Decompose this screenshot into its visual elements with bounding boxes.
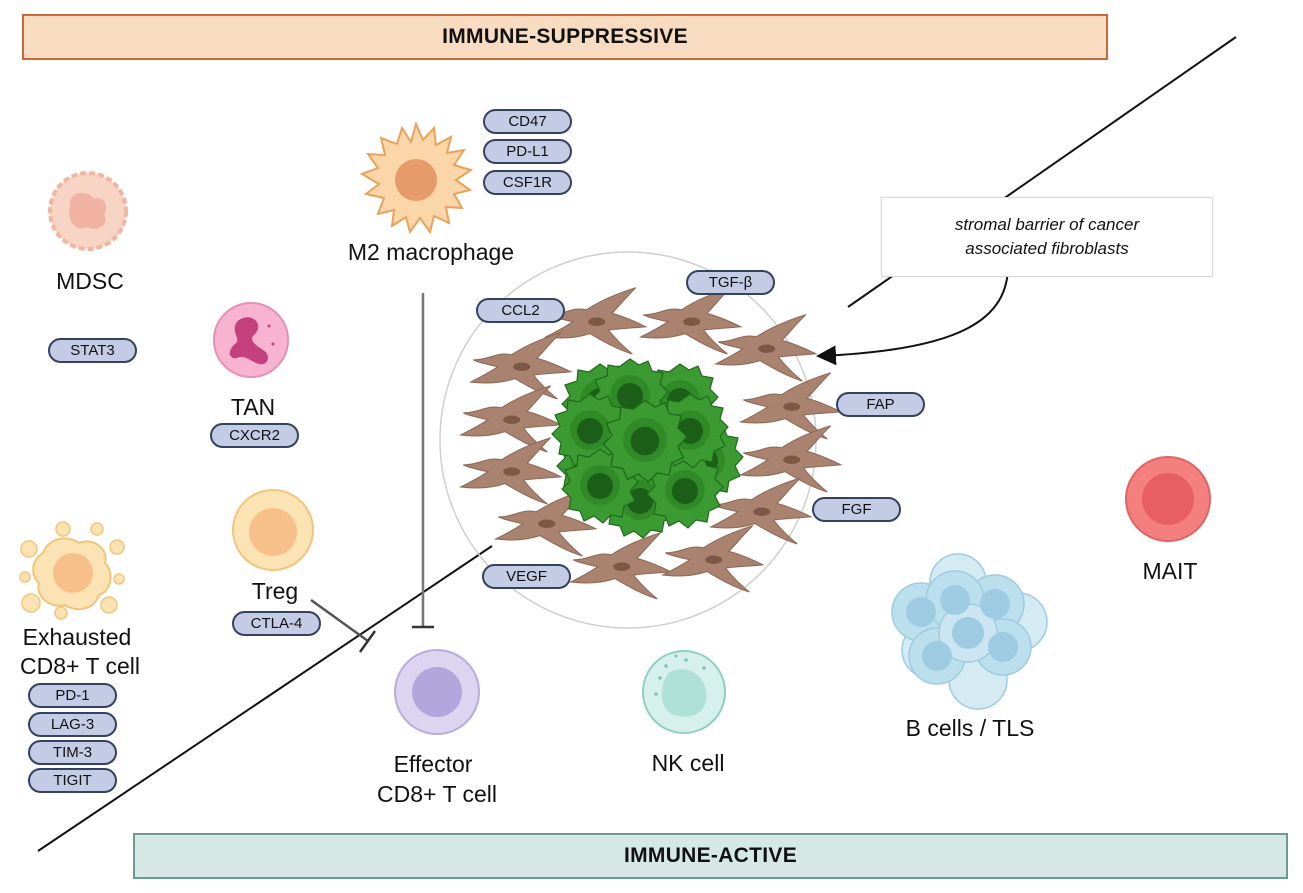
b-cells-tls-label: B cells / TLS [905,715,1035,741]
factor-fgf: FGF [812,497,901,522]
nk-cell-label: NK cell [651,750,725,776]
exhausted-t-cell-label-line2: CD8+ T cell [20,653,140,679]
factor-tgf-beta: TGF-β [686,270,775,295]
mait-label: MAIT [1142,558,1198,584]
marker-lag-3: LAG-3 [28,712,117,737]
macrophage-icon [359,121,474,235]
marker-cxcr2: CXCR2 [210,423,299,448]
mait-cell-icon [1125,456,1211,542]
marker-pd-1: PD-1 [28,683,117,708]
tan-label: TAN [230,394,276,420]
fibroblast-icon [545,287,647,355]
inhibition-line-macrophage [412,293,434,629]
immune-active-banner: IMMUNE-ACTIVE [133,833,1288,879]
factor-ccl2: CCL2 [476,298,565,323]
exhausted-t-cell-icon [19,521,125,620]
factor-vegf: VEGF [482,564,571,589]
fibroblast-icon [460,437,562,505]
annotation-line2: associated fibroblasts [965,239,1129,258]
treg-icon [232,489,314,571]
marker-csf1r: CSF1R [483,170,572,195]
m2-macrophage-label: M2 macrophage [347,239,515,265]
tumor-cluster-icon [551,358,744,539]
annotation-line1: stromal barrier of cancer [954,215,1140,234]
marker-tim-3: TIM-3 [28,740,117,765]
factor-fap: FAP [836,392,925,417]
b-cell-cluster-icon [891,553,1048,710]
mdsc-icon [48,171,128,251]
nk-cell-icon [642,650,726,734]
inhibition-line-treg [310,598,377,653]
fibroblast-icon [470,332,572,400]
marker-stat3: STAT3 [48,338,137,363]
fibroblast-icon [570,532,672,600]
effector-t-cell-label-line1: Effector [393,751,473,777]
effector-t-cell-label-line2: CD8+ T cell [377,781,497,807]
neutrophil-icon [213,302,289,378]
treg-label: Treg [251,578,299,604]
mdsc-label: MDSC [56,268,124,294]
stroma-arrow [816,261,1010,366]
exhausted-t-cell-label-line1: Exhausted [22,624,132,650]
stromal-barrier-annotation: stromal barrier of cancer associated fib… [881,197,1213,277]
fibroblast-icon [662,525,764,593]
divider-line-lower [37,545,493,852]
marker-ctla-4: CTLA-4 [232,611,321,636]
marker-pd-l1: PD-L1 [483,139,572,164]
effector-t-cell-icon [394,649,480,735]
marker-cd47: CD47 [483,109,572,134]
marker-tigit: TIGIT [28,768,117,793]
immune-suppressive-banner: IMMUNE-SUPPRESSIVE [22,14,1108,60]
